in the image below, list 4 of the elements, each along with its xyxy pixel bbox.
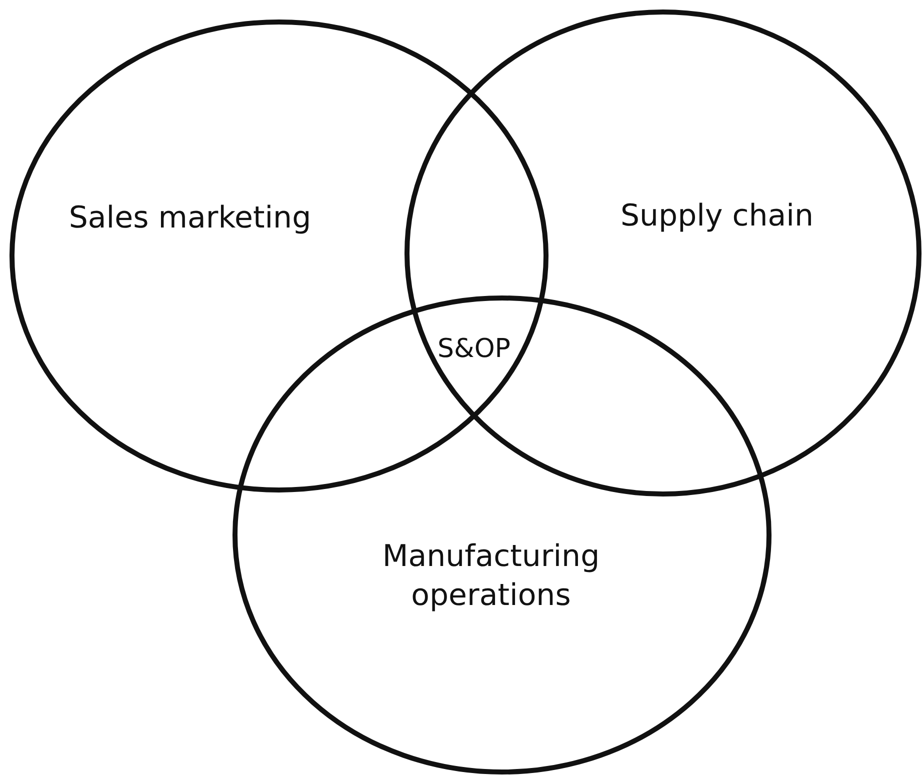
circle-label: Sales marketing [68, 200, 312, 238]
circle-label: Manufacturing operations [381, 538, 601, 615]
overlap-label: S&OP [438, 334, 510, 364]
circle-label: Supply chain [619, 198, 814, 236]
